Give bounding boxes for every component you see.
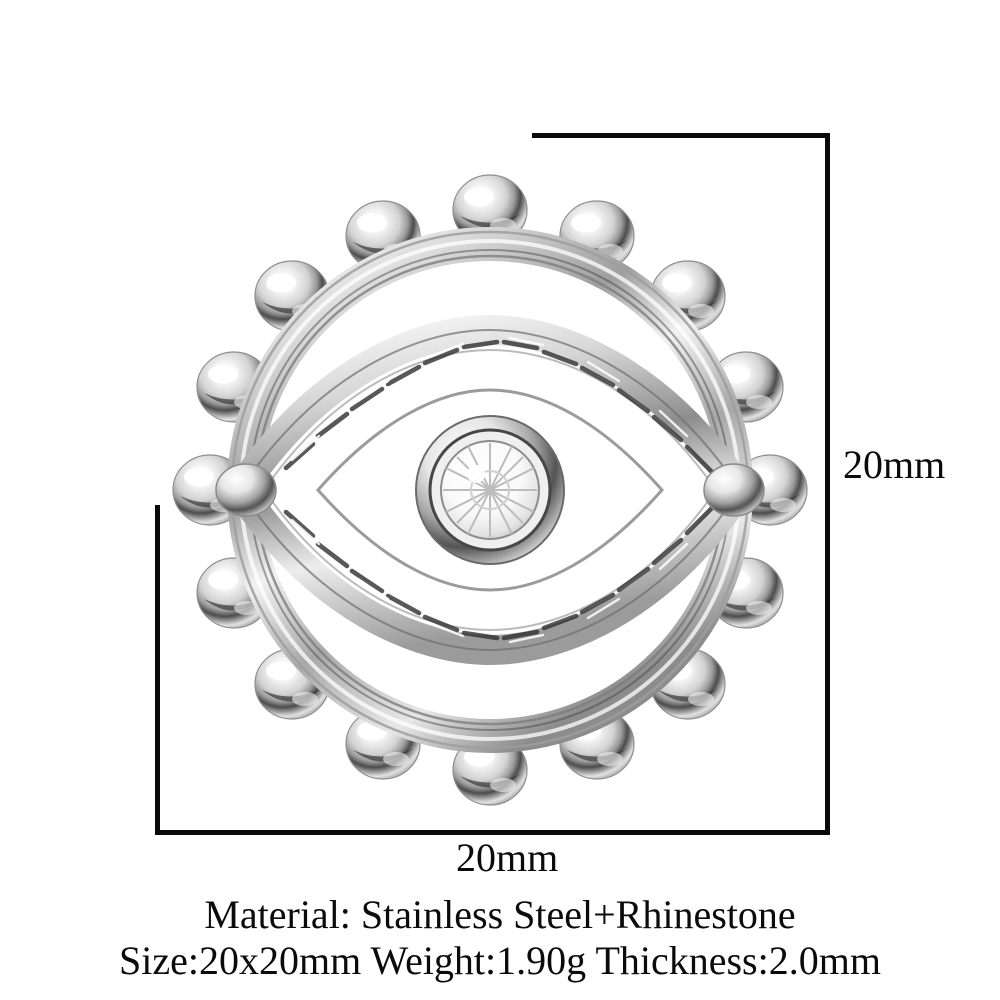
caption-size-weight-thickness-line: Size:20x20mm Weight:1.90g Thickness:2.0m… <box>119 938 881 983</box>
charm-center-stone <box>415 415 565 565</box>
dimension-line-right <box>825 133 830 835</box>
product-specification-caption: Material: Stainless Steel+Rhinestone Siz… <box>0 892 1000 984</box>
charm-eye-ring-junctions <box>215 463 765 517</box>
dimension-line-top <box>532 133 830 138</box>
dimension-line-bottom <box>155 830 830 835</box>
charm-lash-texture-lower <box>283 505 715 641</box>
charm-lash-highlight-lower <box>290 518 689 644</box>
dimension-label-width: 20mm <box>456 835 559 880</box>
evil-eye-charm-artwork <box>168 168 812 812</box>
caption-material-line: Material: Stainless Steel+Rhinestone <box>204 892 796 937</box>
dimension-line-left <box>155 505 160 835</box>
dimension-label-height: 20mm <box>843 442 946 487</box>
charm-lash-highlight-upper <box>290 336 689 462</box>
charm-lash-texture-upper <box>283 339 715 475</box>
